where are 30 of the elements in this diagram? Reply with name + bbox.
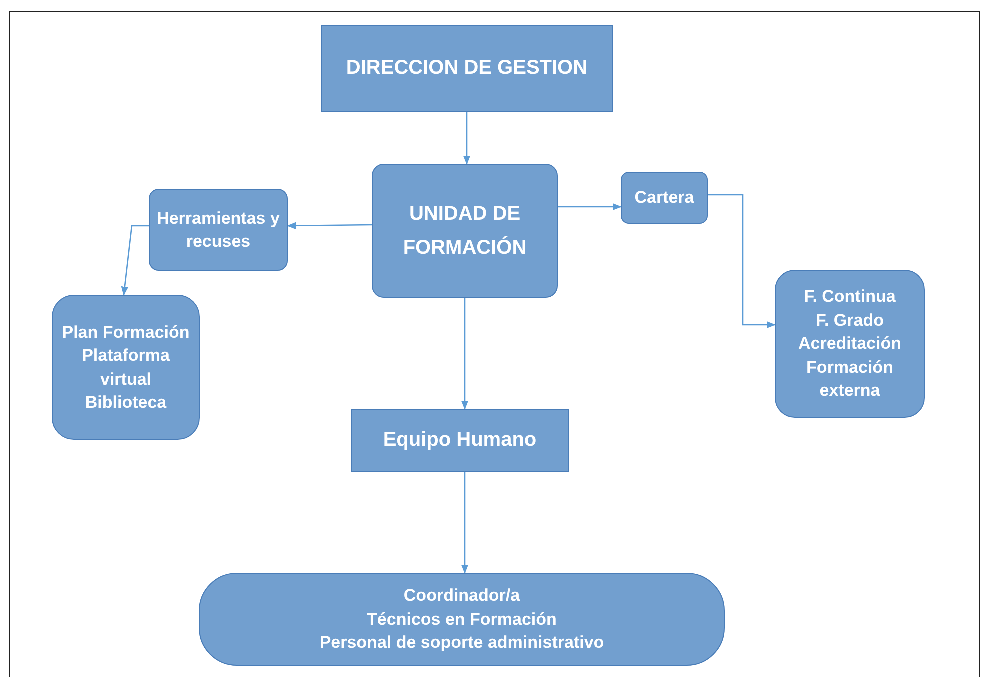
box-label: Cartera: [634, 187, 696, 210]
box-label: Técnicos en Formación: [366, 608, 558, 631]
process-box: [321, 25, 613, 112]
box-label: Personal de soporte administrativo: [318, 632, 606, 654]
arrow: [121, 225, 149, 296]
process-box: [372, 164, 558, 298]
box-label: F. Grado: [814, 310, 885, 332]
process-box: [199, 573, 725, 666]
box-label: Biblioteca: [84, 392, 168, 414]
arrow: [708, 194, 776, 329]
box-label: Formación externa: [806, 356, 894, 402]
box-label: Coordinador/a: [402, 585, 522, 608]
box-label: Acreditación: [798, 333, 902, 356]
box-label: Plataforma virtual: [81, 345, 171, 390]
process-box: [149, 189, 288, 271]
process-box: [351, 409, 569, 472]
process-box: [621, 172, 708, 224]
box-label: F. Continua: [803, 286, 897, 308]
arrow: [558, 203, 622, 211]
process-box: [775, 270, 925, 418]
arrow: [463, 112, 471, 165]
box-label: UNIDAD DE FORMACIÓN: [402, 202, 528, 261]
arrow: [461, 472, 469, 574]
arrow: [287, 222, 372, 230]
process-box: [52, 295, 200, 440]
box-label: Herramientas y recuses: [156, 208, 281, 253]
arrow: [461, 298, 469, 410]
box-label: Equipo Humano: [382, 428, 538, 453]
box-label: Plan Formación: [61, 322, 191, 344]
box-label: DIRECCION DE GESTION: [345, 56, 589, 81]
